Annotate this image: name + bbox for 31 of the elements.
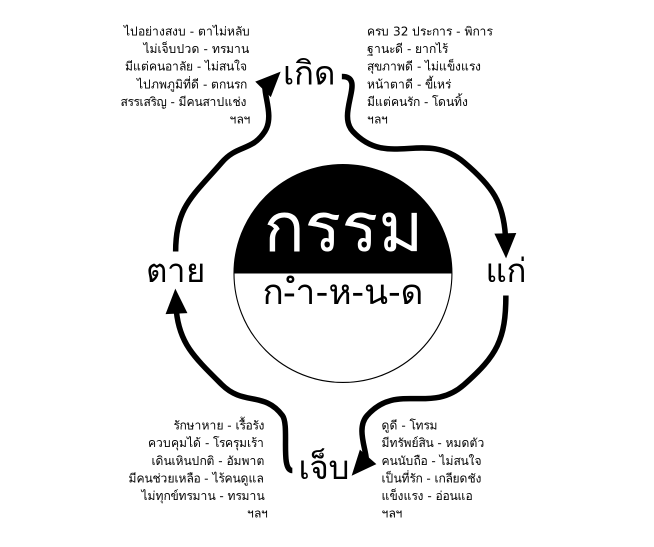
node-text: แก่: [485, 250, 526, 290]
node-label: สรรเสริญ - มีคนสาปแช่ง: [120, 94, 247, 109]
node-circle: กรรม ก-ำ-ห-น-ด: [233, 164, 452, 384]
node-text: เกิด: [282, 54, 335, 93]
node-label: เป็นที่รัก - เกลียดชัง: [381, 471, 482, 486]
node-label: ฐานะดี - ยากไร้: [367, 42, 448, 56]
node-label: คนนับถือ - ไม่สนใจ: [381, 454, 482, 468]
node-label: มีคนช่วยเหลือ - ไร้คนดูแล: [128, 471, 264, 486]
node-label: ไม่เจ็บปวด - ทรมาน: [144, 42, 249, 56]
node-label: ฯลฯ: [367, 112, 388, 127]
node-label: ควบคุมได้ - โรครุมเร้า: [148, 436, 264, 450]
node-label: ฯลฯ: [230, 112, 251, 127]
node-label: ดูดี - โทรม: [381, 418, 438, 433]
node-label: แข็งแรง - อ่อนแอ: [381, 489, 473, 504]
node-label: ฯลฯ: [247, 506, 268, 521]
node-label: มีทรัพย์สิน - หมดตัว: [381, 436, 485, 450]
arrow: [352, 295, 509, 476]
node-label: ไปอย่างสงบ - ตาไม่หลับ: [124, 24, 250, 39]
node-label: มีแต่คนรัก - โดนทิ้ง: [367, 94, 468, 109]
node-label: สุขภาพดี - ไม่แข็งแรง: [367, 60, 482, 74]
node-label: ครบ 32 ประการ - พิการ: [367, 24, 492, 39]
node-label: ไม่ทุกข์ทรมาน - ทรมาน: [142, 489, 265, 504]
node-text: ตาย: [146, 250, 206, 290]
node-label: เดินเหินปกติ - อัมพาต: [151, 454, 264, 468]
arrow: [172, 72, 281, 252]
node-label: หน้าตาดี - ขี้เหร่: [367, 77, 452, 92]
node-text: เจ็บ: [298, 448, 350, 487]
node-label: ฯลฯ: [381, 506, 402, 521]
node-label: ไปภพภูมิที่ดี - ตกนรก: [137, 77, 248, 92]
node-label: มีแต่คนอาลัย - ไม่สนใจ: [125, 60, 248, 74]
node-label: รักษาหาย - เรื้อรัง: [173, 418, 265, 433]
